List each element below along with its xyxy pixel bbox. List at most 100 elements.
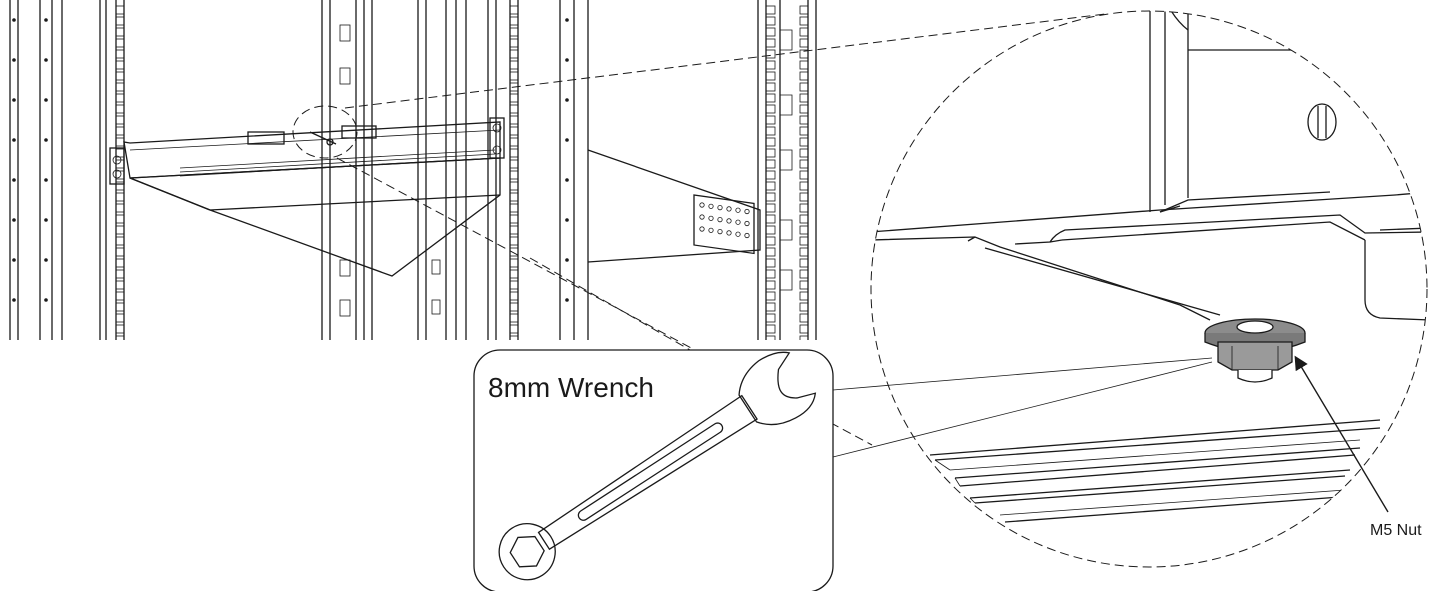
wrench-callout-box [473, 349, 834, 591]
rail-hole [708, 227, 714, 233]
rack-square-hole [115, 16, 125, 26]
rack-hole [44, 58, 48, 62]
rack-hole [12, 18, 16, 22]
rack-square-hole [115, 335, 125, 340]
rack-square-hole [799, 324, 809, 334]
nut-pointer-arrow [1294, 355, 1389, 513]
callout-connector-top [832, 357, 1213, 391]
rack-square-hole [765, 38, 776, 48]
rack-square-hole [509, 214, 519, 224]
rack-square-hole [799, 192, 809, 202]
rack-square-hole [509, 280, 519, 290]
center-front-rail [487, 0, 519, 340]
rack-square-hole [799, 214, 809, 224]
wrench-icon [498, 351, 817, 581]
rack-square-hole [115, 137, 125, 147]
rail-hole [735, 207, 741, 213]
rack-square-hole [115, 60, 125, 70]
rack-hole [12, 178, 16, 182]
rack-square-hole [765, 5, 776, 15]
rack-square-hole [799, 93, 809, 103]
rack-square-hole [115, 324, 125, 334]
rack-square-hole [509, 27, 519, 37]
rack-square-hole [765, 192, 776, 202]
rack-square-hole [509, 269, 519, 279]
rack-square-hole [799, 104, 809, 114]
rack-square-hole [799, 49, 809, 59]
rack-square-hole [115, 104, 125, 114]
rack-square-hole [765, 60, 776, 70]
rack-square-hole [509, 203, 519, 213]
rack-square-hole [765, 104, 776, 114]
rack-square-hole [765, 225, 776, 235]
rack-square-hole [509, 148, 519, 158]
center-rear-rails [321, 0, 467, 340]
rack-square-hole [765, 258, 776, 268]
rack-square-hole [115, 82, 125, 92]
rack-square-hole [115, 302, 125, 312]
rack-square-hole [765, 247, 776, 257]
rack-square-hole [765, 302, 776, 312]
magnified-detail-view [870, 10, 1428, 568]
rack-square-hole [799, 280, 809, 290]
rack-square-hole [115, 115, 125, 125]
rack-square-hole [799, 5, 809, 15]
rack-square-hole [509, 126, 519, 136]
rack-hole [12, 298, 16, 302]
wrench-callout-label: 8mm Wrench [488, 372, 654, 403]
rack-hole [12, 218, 16, 222]
rack-square-hole [765, 291, 776, 301]
rail-hole [744, 232, 750, 239]
rack-square-hole [799, 27, 809, 37]
rail-hole [708, 215, 714, 221]
rack-square-hole [115, 181, 125, 191]
rack-hole [565, 258, 569, 262]
rail-hole [726, 206, 732, 212]
detail-location-marker [292, 105, 358, 159]
rack-square-hole [509, 71, 519, 81]
rail-hole [717, 217, 723, 223]
rack-square-hole [765, 159, 776, 169]
rack-square-hole [115, 5, 125, 15]
rack-hole [12, 58, 16, 62]
rack-square-hole [115, 93, 125, 103]
rack-square-hole [765, 115, 776, 125]
rack-square-hole [765, 27, 776, 37]
detail-circle-outline [870, 10, 1428, 568]
rack-hole [44, 258, 48, 262]
rack-square-hole [799, 225, 809, 235]
rail-hole [735, 231, 741, 237]
rack-hole [44, 18, 48, 22]
rack-square-hole [509, 38, 519, 48]
rack-square-hole [799, 126, 809, 136]
rack-square-hole [765, 313, 776, 323]
rack-square-hole [799, 60, 809, 70]
rack-hole [565, 58, 569, 62]
rack-square-hole [765, 137, 776, 147]
rack-scene [9, 0, 817, 340]
rack-square-hole [799, 82, 809, 92]
rack-square-hole [765, 269, 776, 279]
rack-square-hole [115, 203, 125, 213]
rack-square-hole [799, 16, 809, 26]
rack-hole [44, 298, 48, 302]
rack-square-hole [509, 137, 519, 147]
right-rails [559, 0, 817, 340]
rack-hole [44, 178, 48, 182]
rack-square-hole [509, 335, 519, 340]
rack-square-hole [115, 247, 125, 257]
rack-hole [565, 178, 569, 182]
rack-square-hole [765, 148, 776, 158]
rack-square-hole [799, 302, 809, 312]
rack-square-hole [509, 49, 519, 59]
rack-square-hole [509, 247, 519, 257]
rack-square-hole [115, 225, 125, 235]
rack-square-hole [799, 291, 809, 301]
rack-square-hole [509, 313, 519, 323]
rack-hole [12, 98, 16, 102]
rack-square-hole [765, 16, 776, 26]
rack-square-hole [115, 269, 125, 279]
rack-square-hole [765, 71, 776, 81]
rack-square-hole [115, 236, 125, 246]
rack-square-hole [115, 313, 125, 323]
